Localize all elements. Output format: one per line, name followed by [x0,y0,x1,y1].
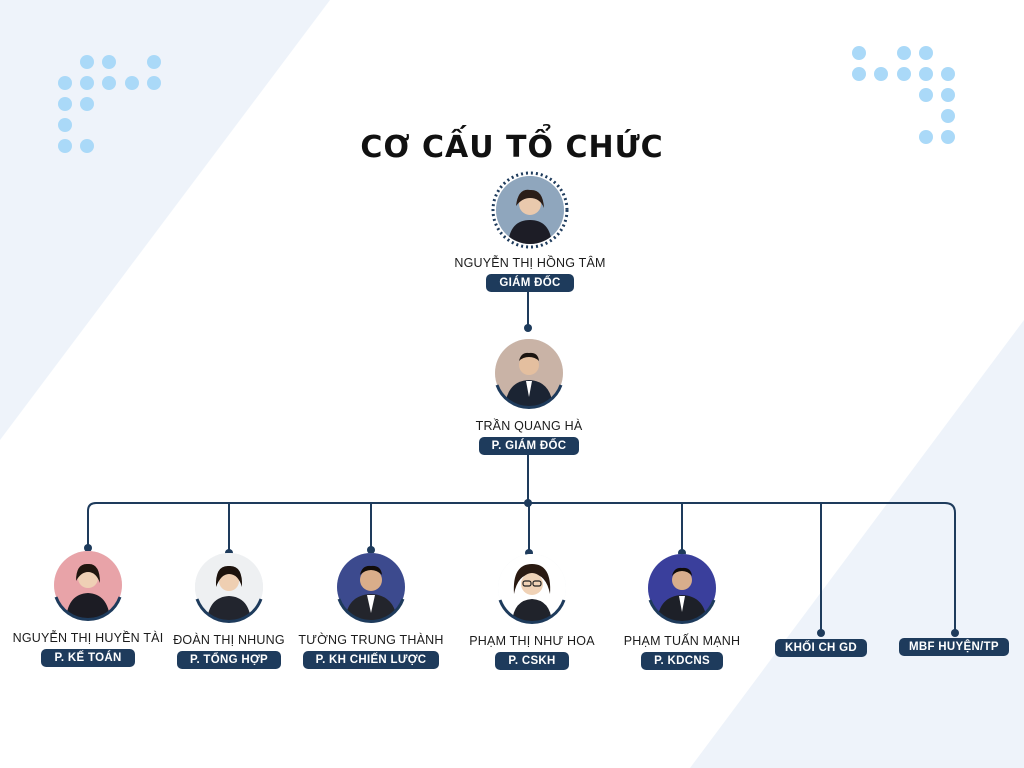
decor-dot [897,67,911,81]
role-badge: P. KẾ TOÁN [41,649,135,667]
decor-dot [80,55,94,69]
decor-dot [919,130,933,144]
avatar [189,547,269,627]
decor-dot [147,55,161,69]
role-badge: P. CSKH [495,652,569,670]
connector-dot [951,629,959,637]
avatar [490,170,570,250]
decor-dot [80,97,94,111]
org-node-kh-chien-luoc: TƯỜNG TRUNG THÀNH P. KH CHIẾN LƯỢC [281,547,461,669]
connector-horizontal-bus [96,502,956,514]
background-shape-right [690,320,1024,768]
decor-dot [919,67,933,81]
decor-dot [852,46,866,60]
org-node-deputy: TRẦN QUANG HÀ P. GIÁM ĐỐC [439,333,619,455]
decor-dot [941,130,955,144]
role-badge: P. KH CHIẾN LƯỢC [302,651,440,669]
connector-left-curve [87,502,97,512]
avatar-photo [496,176,564,244]
org-node-kdcns: PHẠM TUẤN MẠNH P. KDCNS [592,548,772,670]
person-name: PHẠM THỊ NHƯ HOA [469,634,595,648]
role-badge: P. TỔNG HỢP [176,651,282,669]
connector-dot [524,324,532,332]
decor-dot [852,67,866,81]
avatar-photo [498,554,566,622]
avatar-photo [195,553,263,621]
person-name: NGUYỄN THỊ HUYỀN TÀI [12,631,164,645]
decor-dot [80,76,94,90]
decor-dot [102,76,116,90]
unit-badge-mbf-huyen-tp: MBF HUYỆN/TP [899,638,1009,656]
person-name: TƯỜNG TRUNG THÀNH [298,633,444,647]
decor-dot [58,139,72,153]
decor-dot [874,67,888,81]
person-name: PHẠM TUẤN MẠNH [623,634,741,648]
avatar-photo [54,551,122,619]
connector-dot [817,629,825,637]
avatar [331,547,411,627]
decor-dot [80,139,94,153]
org-node-cskh: PHẠM THỊ NHƯ HOA P. CSKH [442,548,622,670]
connector-dot [84,544,92,552]
decor-dot [58,76,72,90]
decor-dot [147,76,161,90]
avatar-photo [495,339,563,407]
role-badge: P. KDCNS [641,652,723,670]
decor-dot [58,118,72,132]
avatar [48,545,128,625]
decor-dot [919,46,933,60]
decor-dot [897,46,911,60]
role-badge: P. GIÁM ĐỐC [478,437,580,455]
person-name: TRẦN QUANG HÀ [475,419,583,433]
avatar-photo [648,554,716,622]
role-badge: GIÁM ĐỐC [486,274,574,292]
unit-badge-khoi-ch-gd: KHỐI CH GD [775,639,867,657]
decor-dot [919,88,933,102]
connector-dot [367,546,375,554]
decor-dot [58,97,72,111]
decor-dot [125,76,139,90]
avatar [489,333,569,413]
avatar [492,548,572,628]
person-name: ĐOÀN THỊ NHUNG [173,633,285,647]
decor-dot [941,88,955,102]
avatar-photo [337,553,405,621]
page-title: CƠ CẤU TỔ CHỨC [360,130,664,165]
avatar [642,548,722,628]
org-node-tong-hop: ĐOÀN THỊ NHUNG P. TỔNG HỢP [139,547,319,669]
connector-dot [524,499,532,507]
org-node-director: NGUYỄN THỊ HỒNG TÂM GIÁM ĐỐC [440,170,620,292]
decor-dot [102,55,116,69]
decor-dot [941,109,955,123]
decor-dot [941,67,955,81]
person-name: NGUYỄN THỊ HỒNG TÂM [454,256,606,270]
org-node-ke-toan: NGUYỄN THỊ HUYỀN TÀI P. KẾ TOÁN [0,545,178,667]
